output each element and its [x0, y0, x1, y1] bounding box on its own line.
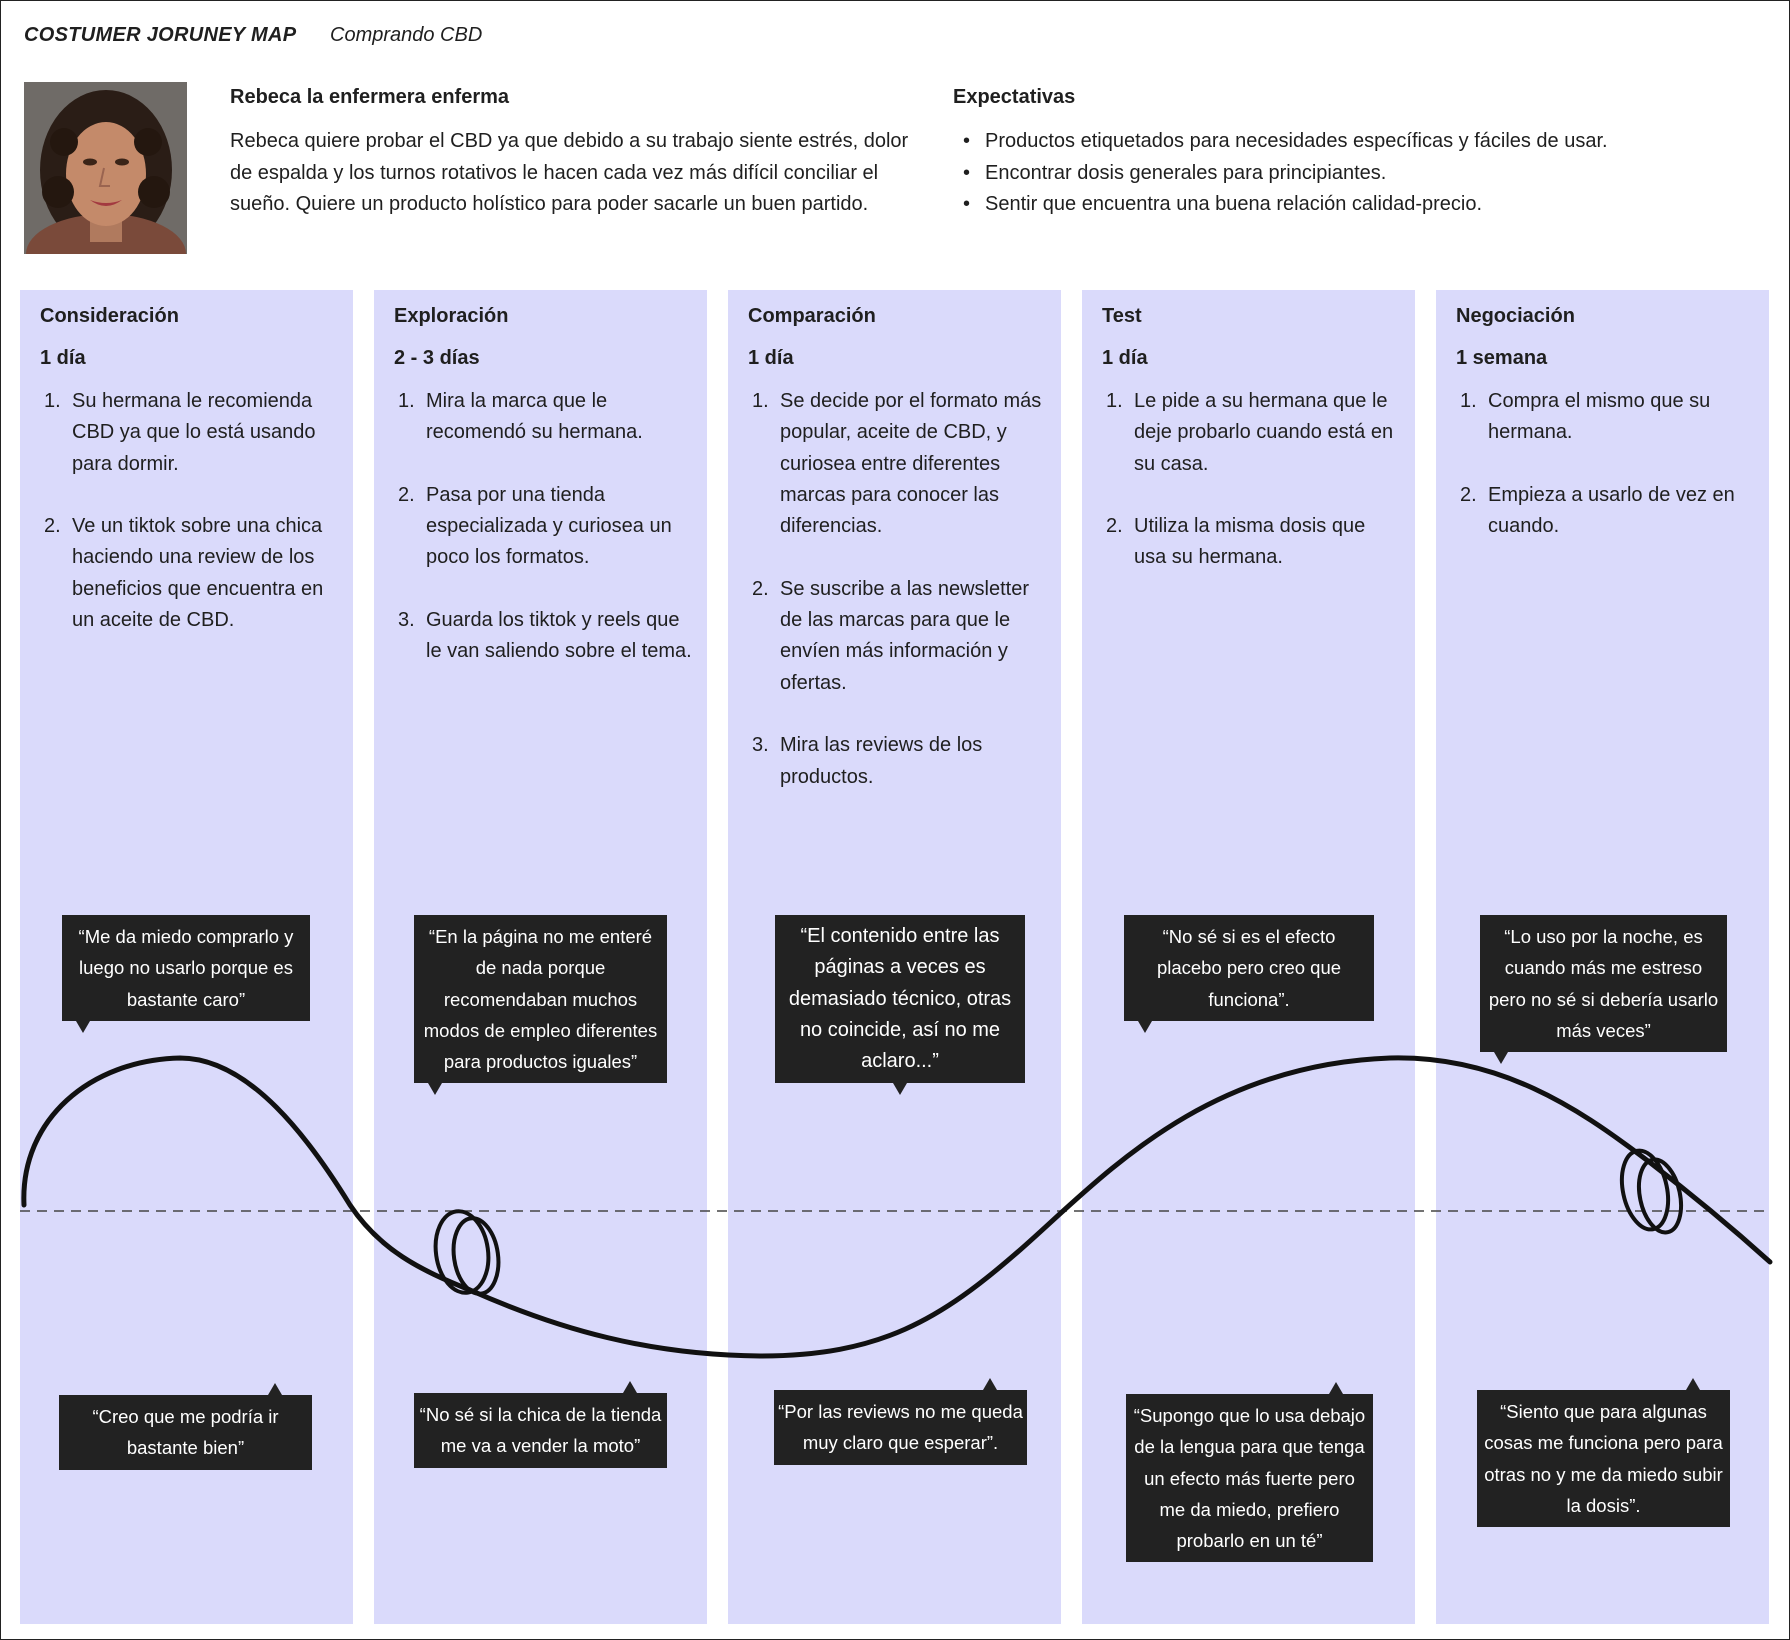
quote-bottom-comparacion: “Por las reviews no me queda muy claro q… [774, 1378, 1027, 1465]
stage-steps: 1.Se decide por el formato más popular, … [748, 386, 1048, 793]
stage-name: Consideración [40, 305, 179, 327]
stage-steps: 1.Mira la marca que le recomendó su herm… [394, 386, 694, 668]
stage-duration: 1 día [40, 347, 86, 369]
quote-bottom-consideracion: “Creo que me podría ir bastante bien” [59, 1383, 312, 1470]
step-item: 2.Empieza a usarlo de vez en cuando. [1460, 483, 1735, 538]
stage-steps: 1.Compra el mismo que su hermana. 2.Empi… [1456, 386, 1756, 542]
quote-top-test: “No sé si es el efecto placebo pero creo… [1124, 915, 1374, 1033]
quote-top-comparacion: “El contenido entre las páginas a veces … [775, 915, 1025, 1097]
stage-steps: 1.Le pide a su hermana que le deje proba… [1102, 386, 1402, 574]
stage-name: Test [1102, 305, 1142, 327]
persona-description: Rebeca quiere probar el CBD ya que debid… [230, 130, 909, 215]
step-item: 1.Se decide por el formato más popular, … [752, 390, 1042, 538]
step-item: 1.Su hermana le recomienda CBD ya que lo… [44, 390, 316, 475]
quote-bottom-exploracion: “No sé si la chica de la tienda me va a … [414, 1381, 667, 1468]
stage-duration: 1 día [748, 347, 794, 369]
step-item: 1.Mira la marca que le recomendó su herm… [398, 390, 643, 444]
expectations-title: Expectativas [953, 86, 1076, 108]
expectations-list: Productos etiquetados para necesidades e… [953, 126, 1753, 221]
step-item: 2.Se suscribe a las newsletter de las ma… [752, 577, 1030, 694]
step-item: 3.Mira las reviews de los productos. [752, 734, 983, 788]
step-item: 3.Guarda los tiktok y reels que le van s… [398, 609, 692, 663]
step-item: 2.Utiliza la misma dosis que usa su herm… [1106, 515, 1366, 569]
stage-name: Comparación [748, 305, 876, 327]
step-item: 2.Pasa por una tienda especializada y cu… [398, 483, 672, 569]
step-item: 2.Ve un tiktok sobre una chica haciendo … [44, 515, 324, 632]
stage-duration: 1 semana [1456, 347, 1548, 369]
stage-steps: 1.Su hermana le recomienda CBD ya que lo… [40, 386, 340, 636]
expectation-item: Productos etiquetados para necesidades e… [953, 126, 1753, 158]
map-title: COSTUMER JORUNEY MAP [24, 24, 297, 46]
step-item: 1.Le pide a su hermana que le deje proba… [1106, 390, 1394, 475]
expectation-item: Sentir que encuentra una buena relación … [953, 189, 1753, 221]
quote-top-consideracion: “Me da miedo comprarlo y luego no usarlo… [62, 915, 310, 1033]
persona-name: Rebeca la enfermera enferma [230, 86, 510, 108]
quote-bottom-negociacion: “Siento que para algunas cosas me funcio… [1477, 1377, 1730, 1528]
quote-top-exploracion: “En la página no me enteré de nada porqu… [414, 915, 667, 1097]
quote-top-negociacion: “Lo uso por la noche, es cuando más me e… [1480, 915, 1727, 1065]
quote-bottom-test: “Supongo que lo usa debajo de la lengua … [1126, 1381, 1373, 1563]
expectation-item: Encontrar dosis generales para principia… [953, 158, 1753, 190]
stage-name: Negociación [1456, 305, 1575, 327]
stage-duration: 2 - 3 días [394, 347, 480, 369]
step-item: 1.Compra el mismo que su hermana. [1460, 390, 1711, 444]
stage-name: Exploración [394, 305, 509, 327]
persona-photo [24, 82, 187, 254]
stage-duration: 1 día [1102, 347, 1148, 369]
map-subtitle: Comprando CBD [330, 24, 483, 46]
